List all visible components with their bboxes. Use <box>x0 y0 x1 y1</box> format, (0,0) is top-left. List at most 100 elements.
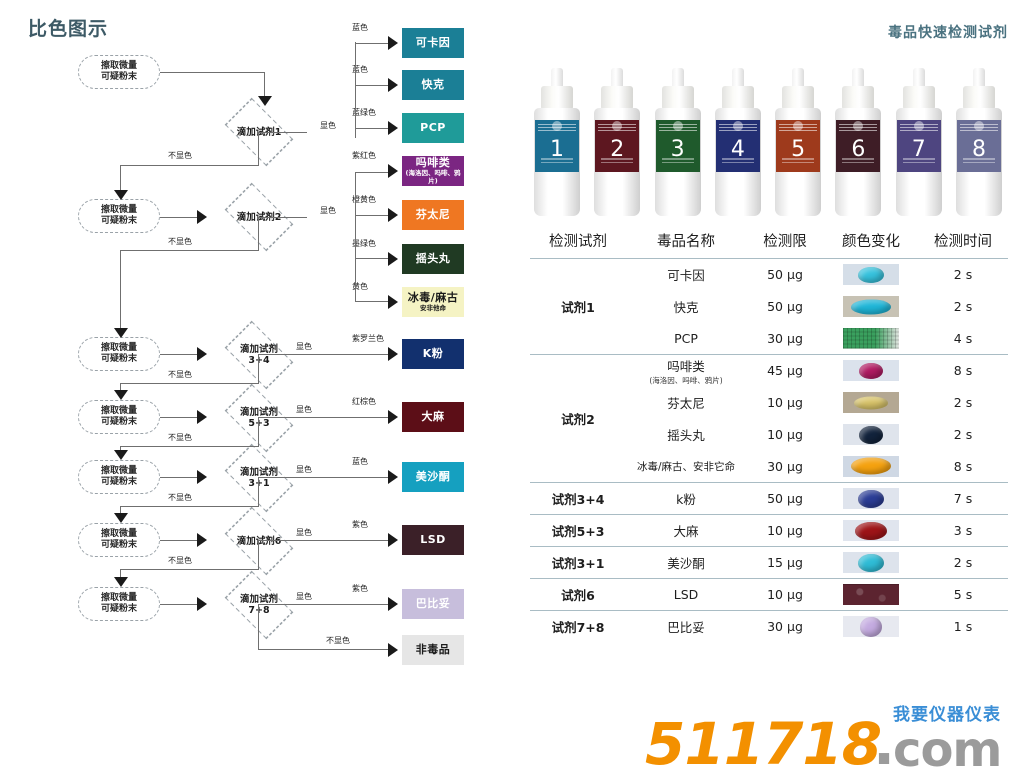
drug-name: 大麻 <box>673 524 699 539</box>
flow-start-5: 擦取微量可疑粉末 <box>78 460 160 494</box>
start-label-line1: 擦取微量 <box>100 343 137 353</box>
connector-line <box>355 172 388 174</box>
drug-name: 摇头丸 <box>667 428 705 443</box>
connector-line <box>258 477 260 507</box>
color-change-cell <box>824 610 918 643</box>
bottle-number: 3 <box>670 136 685 162</box>
outcome-box-11: LSD <box>402 525 464 555</box>
outcome-box-3: PCP <box>402 113 464 143</box>
bottle-label-3: 3 <box>655 120 700 172</box>
outcome-arrow-3 <box>388 121 398 135</box>
reagent-bottle-1: 1 <box>534 68 580 216</box>
outcome-name: 可卡因 <box>415 36 451 49</box>
outcome-arrow-9 <box>388 410 398 424</box>
negative-label-2: 不显色 <box>168 237 192 246</box>
outcome-sublabel: 安非他命 <box>420 304 446 312</box>
drug-name: 巴比妥 <box>667 620 705 636</box>
outcome-name: 摇头丸 <box>415 252 451 265</box>
bottle-number: 6 <box>851 136 866 162</box>
drug-name: 美沙酮 <box>667 556 705 571</box>
connector-line <box>355 172 357 302</box>
outcome-connector-5 <box>259 477 388 479</box>
bottle-nozzle <box>731 68 744 90</box>
drug-name-cell: k粉 <box>626 482 746 515</box>
color-swatch <box>843 360 899 382</box>
connector-line <box>258 540 260 570</box>
connector-line <box>355 42 357 138</box>
bottle-cap <box>721 86 754 110</box>
outcome-name: 吗啡类 <box>415 156 451 169</box>
arrow-down-to-start5 <box>114 450 128 460</box>
outcome-name: K粉 <box>422 347 444 360</box>
flow-start-7: 擦取微量可疑粉末 <box>78 587 160 621</box>
drug-name-cell: 摇头丸 <box>626 419 746 451</box>
outcome-sublabel: (海洛因、吗啡、鸦片) <box>405 169 461 185</box>
flow-start-2: 擦取微量可疑粉末 <box>78 199 160 233</box>
outcome-color-label-8: 紫罗兰色 <box>352 334 384 343</box>
color-swatch-blob <box>859 362 883 379</box>
drug-name-cell: 巴比妥 <box>626 610 746 643</box>
bottle-cap <box>902 86 935 110</box>
bottle-cap <box>842 86 875 110</box>
bottle-number: 5 <box>791 136 806 162</box>
negative-label-1: 不显色 <box>168 151 192 160</box>
connector-line <box>258 417 260 447</box>
color-swatch <box>843 584 899 605</box>
reagent-cell: 试剂2 <box>530 354 626 483</box>
connector-line <box>120 165 259 167</box>
arrow-right-to-decision2 <box>197 210 207 224</box>
arrow-down-to-decision1 <box>258 96 272 106</box>
outcome-color-label-10: 蓝色 <box>352 457 368 466</box>
bottle-number: 1 <box>550 136 564 162</box>
positive-label-4: 显色 <box>296 405 312 414</box>
connector-line <box>258 217 260 251</box>
color-change-cell <box>824 259 918 291</box>
color-change-cell <box>824 546 918 579</box>
start-label-line2: 可疑粉末 <box>100 72 137 82</box>
detection-limit-cell: 50 μg <box>746 482 824 515</box>
product-title: 毒品快速检测试剂 <box>888 25 1008 41</box>
detection-time-cell: 8 s <box>918 354 1008 387</box>
bottle-label-7: 7 <box>896 120 941 172</box>
decision-line1: 滴加试剂 <box>239 407 278 418</box>
connector-line <box>259 217 307 219</box>
label-stripes <box>535 122 579 134</box>
outcome-arrow-7 <box>388 295 398 309</box>
outcome-color-label-7: 黄色 <box>352 282 368 291</box>
bottle-cap <box>782 86 815 110</box>
arrow-down-to-start7 <box>114 577 128 587</box>
label-fineprint <box>959 156 999 170</box>
drug-name-cell: 可卡因 <box>626 259 746 291</box>
outcome-color-label-12: 紫色 <box>352 584 368 593</box>
detection-limit-cell: 45 μg <box>746 354 824 387</box>
color-swatch-blob <box>851 457 891 475</box>
label-stripes <box>776 122 820 134</box>
label-emblem-icon <box>913 121 924 131</box>
positive-label-1: 显色 <box>320 121 336 130</box>
start-label-line2: 可疑粉末 <box>100 477 137 487</box>
watermark-com: com <box>893 722 1002 778</box>
detection-limit-cell: 10 μg <box>746 578 824 611</box>
detection-limit-cell: 30 μg <box>746 610 824 643</box>
color-swatch <box>843 552 899 573</box>
outcome-color-label-9: 红棕色 <box>352 397 376 406</box>
column-header-4: 颜色变化 <box>824 228 918 259</box>
label-fineprint <box>899 156 939 170</box>
drug-name-cell: PCP <box>626 323 746 355</box>
outcome-color-label-11: 紫色 <box>352 520 368 529</box>
bottle-nozzle <box>852 68 865 90</box>
bottle-cap <box>962 86 995 110</box>
start-label-line2: 可疑粉末 <box>100 540 137 550</box>
detection-time-cell: 2 s <box>953 427 973 442</box>
start-label-line1: 擦取微量 <box>100 406 137 416</box>
outcome-box-9: 大麻 <box>402 402 464 432</box>
color-swatch <box>843 327 899 349</box>
connector-line <box>355 215 388 217</box>
color-swatch <box>843 520 899 541</box>
